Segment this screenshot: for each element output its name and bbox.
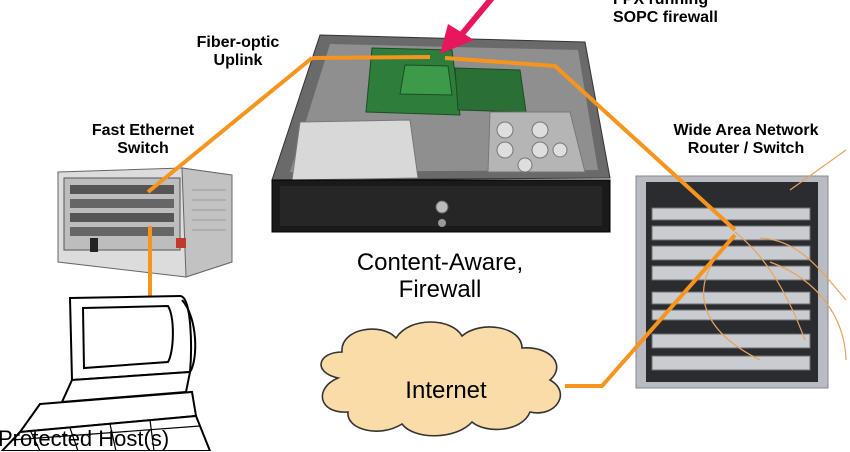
- switch-label-line1: Fast Ethernet: [68, 122, 218, 140]
- router-rack-icon: [636, 150, 846, 388]
- link-fiber-to-fpx: [312, 57, 430, 58]
- fiber-uplink-label-line2: Uplink: [188, 52, 288, 70]
- switch-label: Fast Ethernet Switch: [68, 122, 218, 158]
- fpx-label-line1: FPX running: [613, 0, 718, 9]
- firewall-label: Content-Aware, Firewall: [330, 250, 550, 304]
- protected-host-label: Protected Host(s): [0, 427, 228, 452]
- fiber-uplink-label-line1: Fiber-optic: [188, 34, 288, 52]
- switch-label-line2: Switch: [68, 140, 218, 158]
- ethernet-switch-icon: [58, 168, 232, 277]
- internet-label: Internet: [376, 378, 516, 405]
- wan-router-label-line1: Wide Area Network: [656, 122, 836, 140]
- firewall-label-line2: Firewall: [330, 277, 550, 304]
- fpx-label: FPX running SOPC firewall: [613, 0, 718, 27]
- wan-router-label-line2: Router / Switch: [656, 140, 836, 158]
- wan-router-label: Wide Area Network Router / Switch: [656, 122, 836, 158]
- fpx-label-line2: SOPC firewall: [613, 9, 718, 27]
- firewall-label-line1: Content-Aware,: [330, 250, 550, 277]
- fiber-uplink-label: Fiber-optic Uplink: [188, 34, 288, 70]
- firewall-server-icon: [272, 35, 610, 232]
